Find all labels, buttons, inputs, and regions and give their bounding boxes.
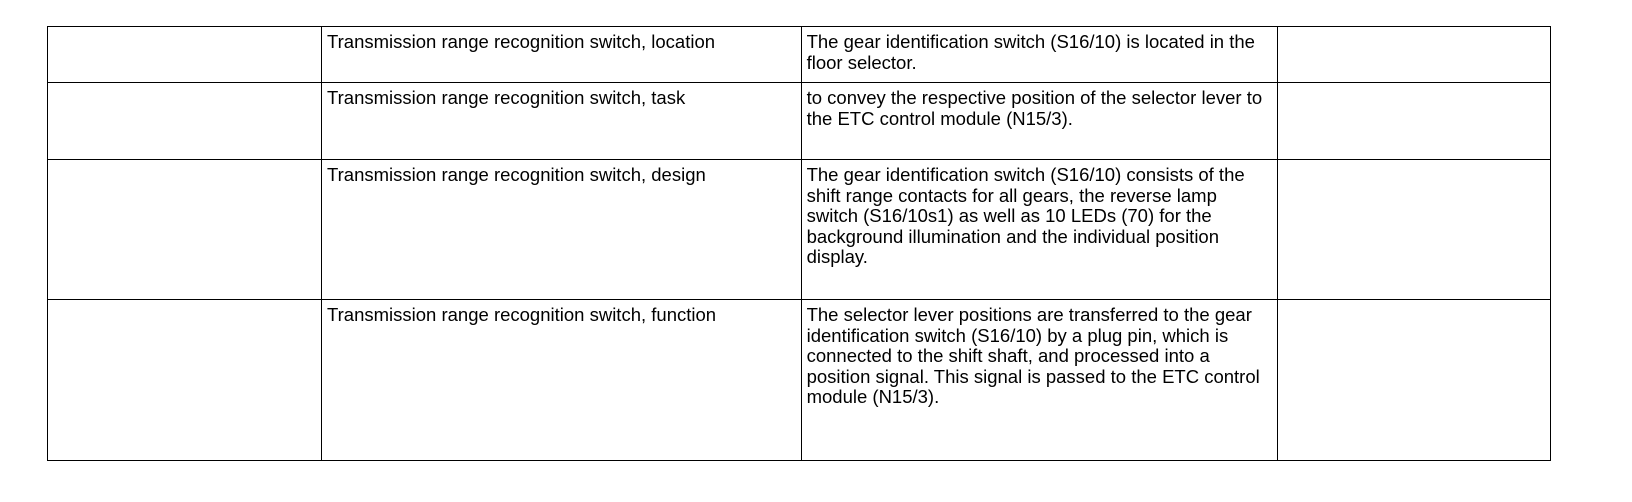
table-cell-topic: Transmission range recognition switch, l… [321, 26, 802, 83]
table-cell-description: The selector lever positions are transfe… [800, 299, 1279, 461]
table-cell-empty [46, 82, 323, 160]
table-row: Transmission range recognition switch, l… [46, 26, 1551, 83]
table-row: Transmission range recognition switch, t… [46, 82, 1551, 160]
table-cell-description: The gear identification switch (S16/10) … [800, 26, 1279, 83]
table-row: Transmission range recognition switch, f… [46, 299, 1551, 461]
table-cell-description: to convey the respective position of the… [800, 82, 1279, 160]
table-cell-empty [46, 299, 323, 461]
table-cell-empty [1277, 299, 1551, 461]
table-cell-empty [1277, 82, 1551, 160]
table-cell-topic: Transmission range recognition switch, d… [321, 159, 802, 300]
table-row: Transmission range recognition switch, d… [46, 159, 1551, 300]
table-cell-description: The gear identification switch (S16/10) … [800, 159, 1279, 300]
table-cell-topic: Transmission range recognition switch, t… [321, 82, 802, 160]
info-table: Transmission range recognition switch, l… [46, 26, 1551, 461]
table-cell-empty [1277, 159, 1551, 300]
table-cell-empty [46, 26, 323, 83]
table-cell-empty [46, 159, 323, 300]
table-cell-empty [1277, 26, 1551, 83]
table-cell-topic: Transmission range recognition switch, f… [321, 299, 802, 461]
